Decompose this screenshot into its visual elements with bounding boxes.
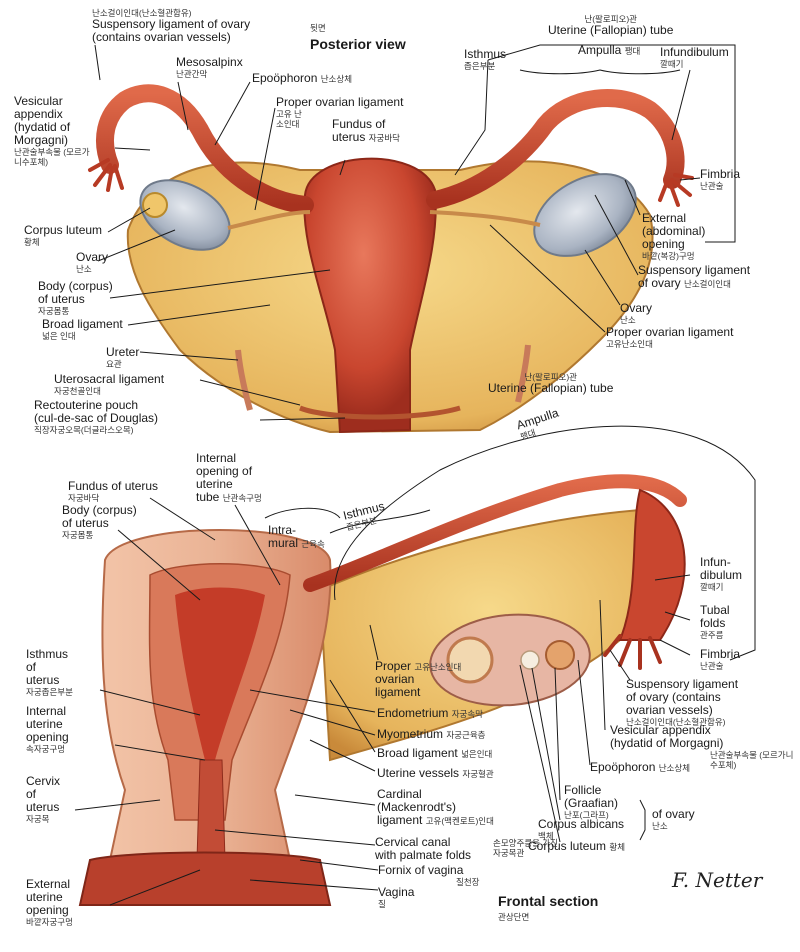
label-internal-opening-of-tube: Internal opening of uterine tube 난관속구멍 [196, 451, 262, 504]
label-frontal-fundus: Fundus of uterus 자궁바닥 [68, 479, 159, 504]
right-fimbria [658, 173, 694, 207]
frontal-section-title: Frontal section 관상단면 [498, 893, 599, 922]
proper-ovarian-ligament-right [429, 210, 541, 227]
label-endometrium: Endometrium 자궁속막 [377, 706, 483, 720]
left-fimbria [88, 158, 124, 192]
label-external-uterine-opening: External uterine opening 바깥자궁구멍 [26, 877, 73, 928]
label-broad-ligament: Broad ligament 넓은 인대 [42, 317, 123, 342]
label-fundus-of-uterus: Fundus of uterus 자궁바닥 [332, 117, 400, 144]
frontal-uterine-tube [303, 474, 687, 592]
corpus-luteum-section [545, 640, 575, 670]
label-suspensory-ligament: 난소걸이인대(난소혈관함유) Suspensory ligament of ov… [92, 8, 251, 44]
label-myometrium: Myometrium 자궁근육층 [377, 727, 486, 741]
left-uterine-tube [96, 84, 314, 214]
uterosacral-folds [299, 405, 461, 420]
label-frontal-corpus-luteum: Corpus luteum 황체 [528, 839, 626, 853]
label-frontal-fimbria: Fimbria 난관술 [700, 647, 741, 672]
label-ampulla: Ampulla 팽대 [578, 43, 641, 57]
frontal-section-drawing [78, 474, 687, 906]
label-frontal-suspensory-ligament: Suspensory ligament of ovary (contains o… [626, 677, 739, 728]
follicle-shape [446, 636, 494, 684]
proper-ovarian-ligament-left [227, 210, 311, 230]
label-infundibulum: Infundibulum 깔때기 [660, 45, 729, 70]
label-corpus-luteum: Corpus luteum 황체 [24, 223, 103, 248]
label-ovary-right: Ovary 난소 [620, 301, 653, 326]
label-frontal-vesicular-appendix: Vesicular appendix (hydatid of Morgagni)… [610, 723, 794, 771]
corpus-albicans-shape [520, 650, 540, 670]
posterior-view-drawing [88, 84, 694, 434]
label-vesicular-appendix: Vesicular appendix (hydatid of Morgagni)… [14, 94, 90, 168]
label-of-ovary: of ovary 난소 [652, 807, 695, 832]
uterine-cavity [175, 587, 265, 760]
label-uterosacral-ligament: Uterosacral ligament 자궁천골인대 [54, 372, 165, 397]
label-cervical-canal: Cervical canal with palmate folds 손모양주름을… [375, 835, 558, 862]
label-fornix-of-vagina: Fornix of vagina 질천장 [378, 863, 480, 888]
label-isthmus: Isthmus 좁은부분 [464, 47, 507, 72]
label-mesosalpinx: Mesosalpinx 난관간막 [176, 55, 243, 80]
label-suspensory-ligament-right: Suspensory ligament of ovary 난소걸이인대 [638, 263, 751, 290]
frontal-fimbriae [603, 634, 662, 670]
label-epoophoron: Epoöphoron 난소상체 [252, 71, 353, 85]
ureter-left [235, 349, 253, 411]
label-corpus-albicans: Corpus albicans 백체 [538, 817, 625, 842]
corpus-luteum-shape [142, 192, 168, 218]
label-frontal-uterine-tube: 난(팔로피오)관 Uterine (Fallopian) tube [488, 372, 614, 395]
label-cervix: Cervix of uterus 자궁목 [26, 774, 61, 825]
posterior-view-title: 뒷면 Posterior view [310, 23, 406, 52]
label-vagina: Vagina 질 [378, 885, 415, 910]
label-uterine-vessels: Uterine vessels 자궁혈관 [377, 766, 494, 780]
right-uterine-tube [426, 89, 685, 209]
ureter-right [515, 344, 531, 403]
label-fimbria: Fimbria 난관술 [700, 167, 741, 192]
label-frontal-body: Body (corpus) of uterus 자궁몸통 [62, 503, 137, 541]
vagina-shape [78, 851, 332, 906]
label-intramural: Intra- mural 근육속 [268, 523, 325, 550]
label-proper-ovarian-ligament-right: Proper ovarian ligament 고유난소인대 [606, 325, 734, 350]
label-tubal-folds: Tubal folds 관주름 [700, 603, 730, 641]
label-follicle: Follicle (Graafian) 난포(그라프) [564, 783, 619, 821]
netter-signature: F. Netter [672, 868, 763, 892]
label-frontal-infundibulum: Infun- dibulum 깔때기 [700, 555, 743, 593]
label-body-of-uterus: Body (corpus) of uterus 자궁몸통 [38, 279, 113, 317]
leader-lines [74, 44, 756, 906]
label-frontal-proper-ovarian: Proper 고유난소인대 ovarian ligament [375, 659, 462, 699]
label-ovary-left: Ovary 난소 [76, 250, 109, 275]
right-ovary-shape [533, 173, 637, 257]
uterus-posterior [303, 157, 437, 434]
label-frontal-broad-ligament: Broad ligament 넓은인대 [377, 746, 493, 760]
label-proper-ovarian-ligament: Proper ovarian ligament 고유 난소인대 [276, 95, 404, 130]
label-uterine-tube: 난(팔로피오)관 Uterine (Fallopian) tube [548, 14, 674, 37]
label-isthmus-of-uterus: Isthmus of uterus 자궁좁은부분 [26, 647, 73, 698]
label-external-opening: External (abdominal) opening 바깥(복강)구멍 [642, 211, 706, 262]
cervical-canal-shape [196, 759, 226, 861]
label-ureter: Ureter 요관 [106, 345, 140, 370]
label-internal-uterine-opening: Internal uterine opening 속자궁구멍 [26, 704, 69, 755]
label-cardinal-ligament: Cardinal (Mackenrodt's) ligament 고유(맥켄로트… [377, 787, 494, 827]
label-rectouterine-pouch: Rectouterine pouch (cul-de-sac of Dougla… [34, 398, 159, 436]
label-frontal-epoophoron: Epoöphoron 난소상체 [590, 760, 691, 774]
